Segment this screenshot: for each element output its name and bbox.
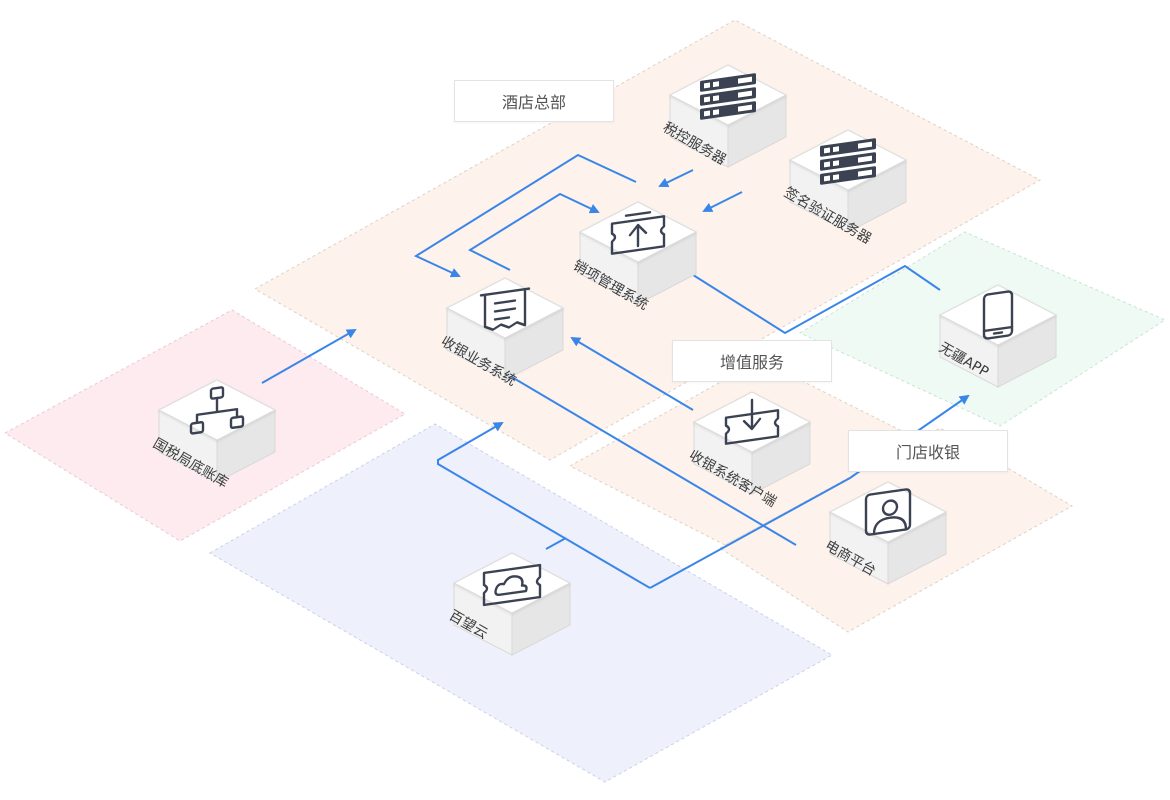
user-card-icon [864, 488, 912, 536]
node-ecommerce[interactable]: 电商平台 [822, 481, 948, 585]
invoice-download-icon [724, 398, 780, 445]
box-top-face [445, 277, 565, 339]
invoice-upload-icon [610, 211, 666, 255]
connector-pos-client-to-pos-business [570, 336, 694, 411]
connector-sales-to-pos-business [413, 153, 637, 278]
box-top-face [828, 481, 948, 543]
node-tax-ledger[interactable]: 国税局底账库 [150, 379, 277, 491]
connector-sign-server-to-sales [702, 191, 743, 212]
connector-tax-server-to-sales [658, 169, 694, 188]
box-top-face [938, 284, 1058, 346]
node-pos-client[interactable]: 收银系统客户端 [686, 391, 812, 510]
zone-label-hotel-hq: 酒店总部 [454, 80, 614, 122]
receipt-icon [479, 287, 531, 331]
zone-label-value-added: 增值服务 [672, 340, 832, 382]
network-icon [189, 386, 245, 435]
connector-pos-business-to-sales [467, 192, 600, 271]
connector-wuxiang-to-sales [680, 264, 941, 335]
cloud-ticket-icon [482, 563, 542, 607]
connector-tax-ledger-to-hq [261, 329, 357, 384]
connector-baiwang-to-hq [437, 421, 651, 589]
connector-ecommerce-to-pos-business [503, 371, 797, 546]
zone-label-store-pos: 门店收银 [848, 430, 1008, 472]
connector-baiwang-to-wuxiang [649, 394, 970, 589]
server-icon [820, 138, 876, 185]
server-icon [700, 73, 756, 120]
phone-icon [982, 290, 1014, 340]
connector-baiwang-to-store [545, 537, 567, 550]
node-wuxiang-app[interactable]: 无疆APP [936, 284, 1058, 388]
